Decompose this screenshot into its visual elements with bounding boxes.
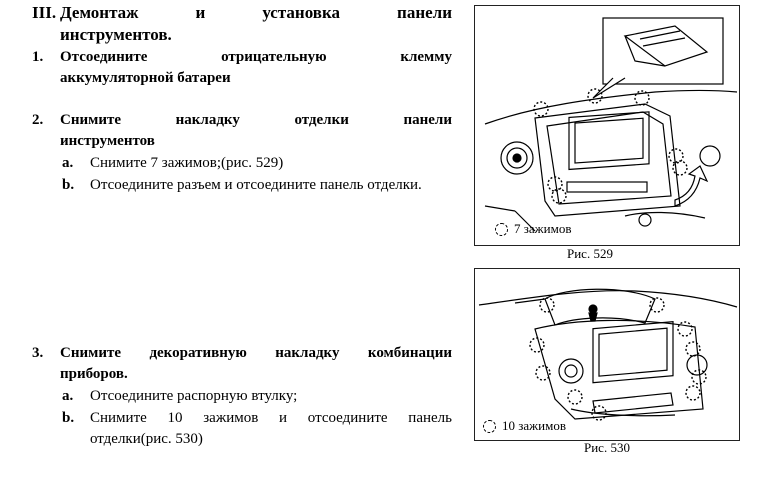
figure-caption: Рис. 530: [584, 440, 630, 455]
substep-a: a. Отсоедините распорную втулку;: [60, 386, 452, 407]
legend-text: 7 зажимов: [514, 221, 572, 236]
figure-529: 7 зажимов: [474, 5, 740, 246]
substep-letter: b.: [62, 177, 75, 193]
section-title-line1: Демонтаж и установка панели: [60, 3, 452, 22]
substep-text: Снимите 10 зажимов и отсоедините панель …: [90, 410, 452, 447]
substep-text: Отсоедините разъем и отсоедините панель …: [90, 177, 422, 193]
section-title-line2: инструментов.: [60, 25, 172, 44]
substep-letter: a.: [62, 155, 74, 171]
step-title-line1: Снимите декоративную накладку комбинации: [60, 345, 452, 361]
substep-letter: a.: [62, 388, 74, 404]
clip-marker-icon: [483, 419, 496, 433]
step-number: 3.: [32, 345, 44, 361]
figure-caption: Рис. 529: [567, 246, 613, 261]
substep-text: Снимите 7 зажимов;(рис. 529): [90, 155, 284, 171]
step-title-line2: инструментов: [60, 133, 155, 149]
figure-legend: 10 зажимов: [483, 418, 566, 434]
substep-b: b. Отсоедините разъем и отсоедините пане…: [60, 175, 452, 196]
step-2: 2. Снимите накладку отделки панели инстр…: [32, 110, 452, 196]
substep-letter: b.: [62, 410, 75, 426]
figure-legend: 7 зажимов: [495, 221, 571, 237]
step-3: 3. Снимите декоративную накладку комбина…: [32, 343, 452, 450]
substep-a: a. Снимите 7 зажимов;(рис. 529): [60, 153, 452, 174]
substep-text: Отсоедините распорную втулку;: [90, 388, 298, 404]
figure-530: 10 зажимов: [474, 268, 740, 441]
substep-b: b. Снимите 10 зажимов и отсоедините пане…: [60, 408, 452, 450]
clip-marker-icon: [495, 222, 508, 236]
step-number: 2.: [32, 112, 44, 128]
step-1: 1. Отсоедините отрицательную клемму акку…: [32, 47, 452, 89]
legend-text: 10 зажимов: [502, 418, 566, 433]
dashboard-trim-illustration: [484, 17, 738, 232]
step-title-line1: Снимите накладку отделки панели: [60, 112, 452, 128]
step-title-line1: Отсоедините отрицательную клемму: [60, 49, 452, 65]
step-title-line2: приборов.: [60, 366, 128, 382]
section-number: III.: [32, 3, 57, 22]
section-heading: III. Демонтаж и установка панели инструм…: [32, 2, 452, 46]
instrument-cluster-illustration: [478, 288, 738, 421]
step-number: 1.: [32, 49, 44, 65]
step-title-line2: аккумуляторной батареи: [60, 70, 231, 86]
